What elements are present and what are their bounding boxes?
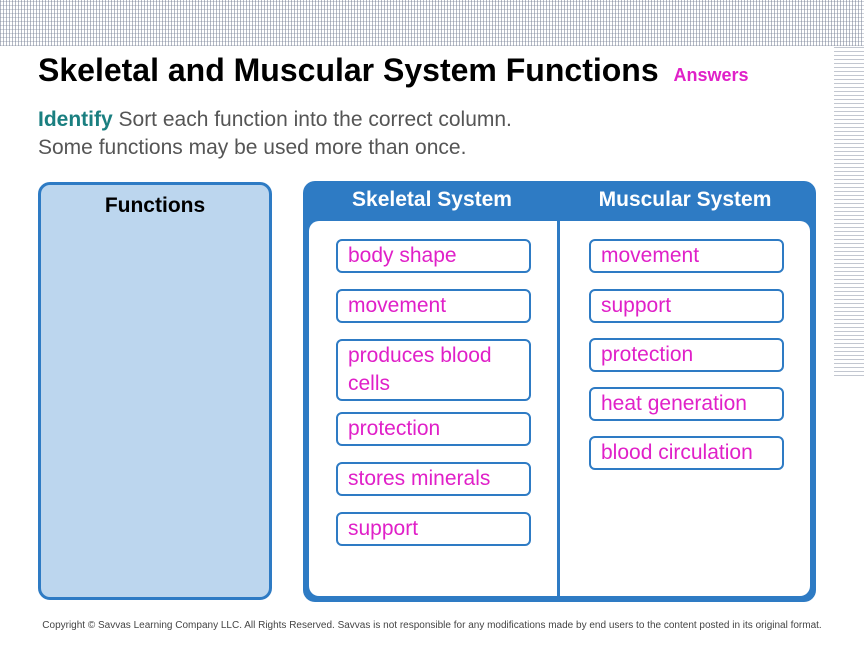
identify-keyword: Identify — [38, 108, 113, 131]
skeletal-card[interactable]: body shape — [336, 239, 531, 273]
skeletal-system-header: Skeletal System — [352, 188, 512, 211]
copyright-notice: Copyright © Savvas Learning Company LLC.… — [42, 620, 822, 631]
page-title: Skeletal and Muscular System Functions A… — [38, 52, 749, 89]
muscular-card[interactable]: movement — [589, 239, 784, 273]
title-text: Skeletal and Muscular System Functions — [38, 52, 659, 88]
muscular-card[interactable]: heat generation — [589, 387, 784, 421]
answers-label: Answers — [673, 65, 749, 85]
functions-header: Functions — [104, 194, 206, 217]
functions-drop-area[interactable]: Functions — [38, 182, 272, 600]
skeletal-card[interactable]: produces blood cells — [336, 339, 531, 401]
skeletal-card[interactable]: stores minerals — [336, 462, 531, 496]
muscular-card[interactable]: protection — [589, 338, 784, 372]
instructions: Identify Sort each function into the cor… — [38, 106, 638, 162]
decorative-pattern-right — [834, 46, 864, 376]
decorative-pattern-top — [0, 0, 864, 46]
muscular-card[interactable]: blood circulation — [589, 436, 784, 470]
column-divider — [557, 181, 560, 602]
muscular-card[interactable]: support — [589, 289, 784, 323]
skeletal-card[interactable]: movement — [336, 289, 531, 323]
skeletal-card[interactable]: support — [336, 512, 531, 546]
instructions-line1: Sort each function into the correct colu… — [112, 108, 512, 131]
muscular-system-header: Muscular System — [598, 188, 772, 211]
instructions-line2: Some functions may be used more than onc… — [38, 136, 467, 159]
skeletal-card[interactable]: protection — [336, 412, 531, 446]
